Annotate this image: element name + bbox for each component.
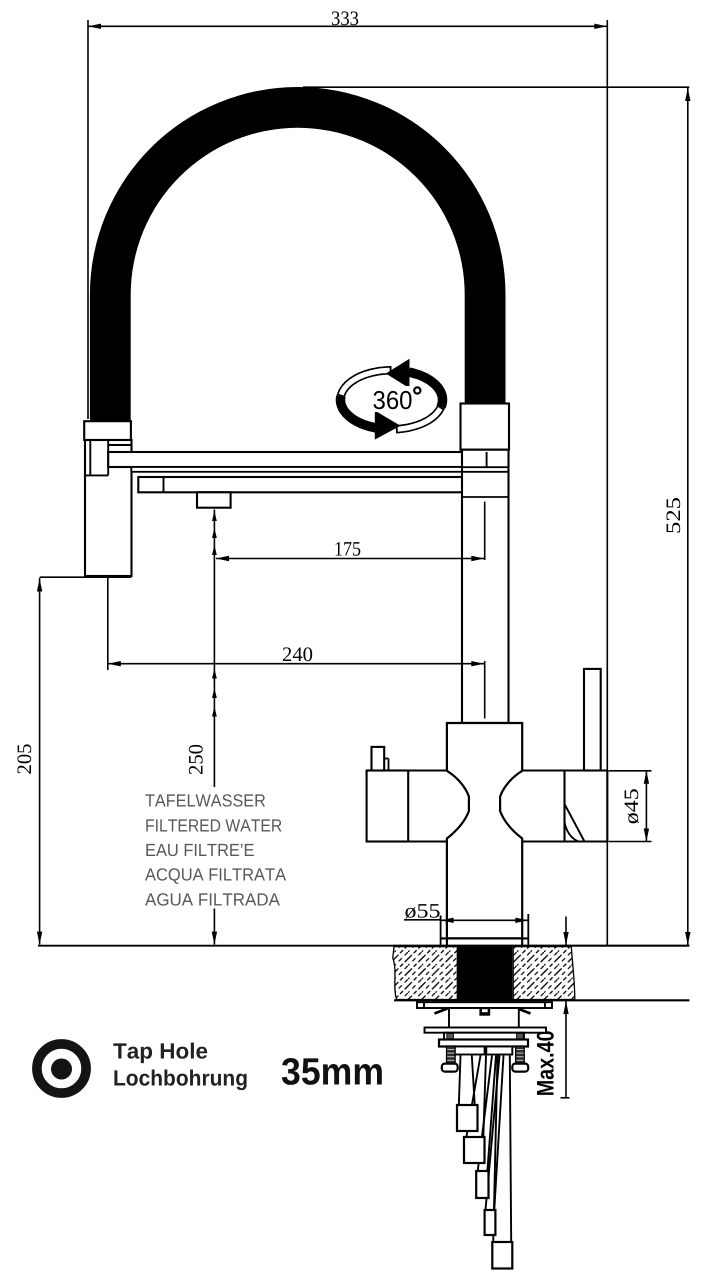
svg-text:Lochbohrung: Lochbohrung bbox=[113, 1065, 248, 1090]
svg-text:TAFELWASSER: TAFELWASSER bbox=[145, 791, 266, 811]
svg-text:333: 333 bbox=[331, 8, 359, 30]
svg-text:Max.40: Max.40 bbox=[533, 1030, 560, 1096]
svg-text:250: 250 bbox=[186, 744, 208, 775]
svg-text:175: 175 bbox=[334, 539, 361, 561]
svg-text:525: 525 bbox=[663, 497, 685, 534]
svg-text:ACQUA FILTRATA: ACQUA FILTRATA bbox=[145, 865, 286, 885]
svg-text:35mm: 35mm bbox=[281, 1052, 384, 1094]
svg-text:AGUA FILTRADA: AGUA FILTRADA bbox=[145, 889, 280, 909]
svg-text:205: 205 bbox=[14, 744, 36, 775]
svg-text:ø55: ø55 bbox=[405, 901, 441, 923]
svg-text:Tap Hole: Tap Hole bbox=[113, 1038, 208, 1063]
svg-text:EAU FILTRE’E: EAU FILTRE’E bbox=[145, 840, 255, 860]
svg-text:FILTERED WATER: FILTERED WATER bbox=[145, 815, 282, 835]
svg-text:ø45: ø45 bbox=[621, 788, 643, 824]
svg-text:360: 360 bbox=[373, 385, 413, 415]
svg-text:240: 240 bbox=[282, 644, 313, 666]
